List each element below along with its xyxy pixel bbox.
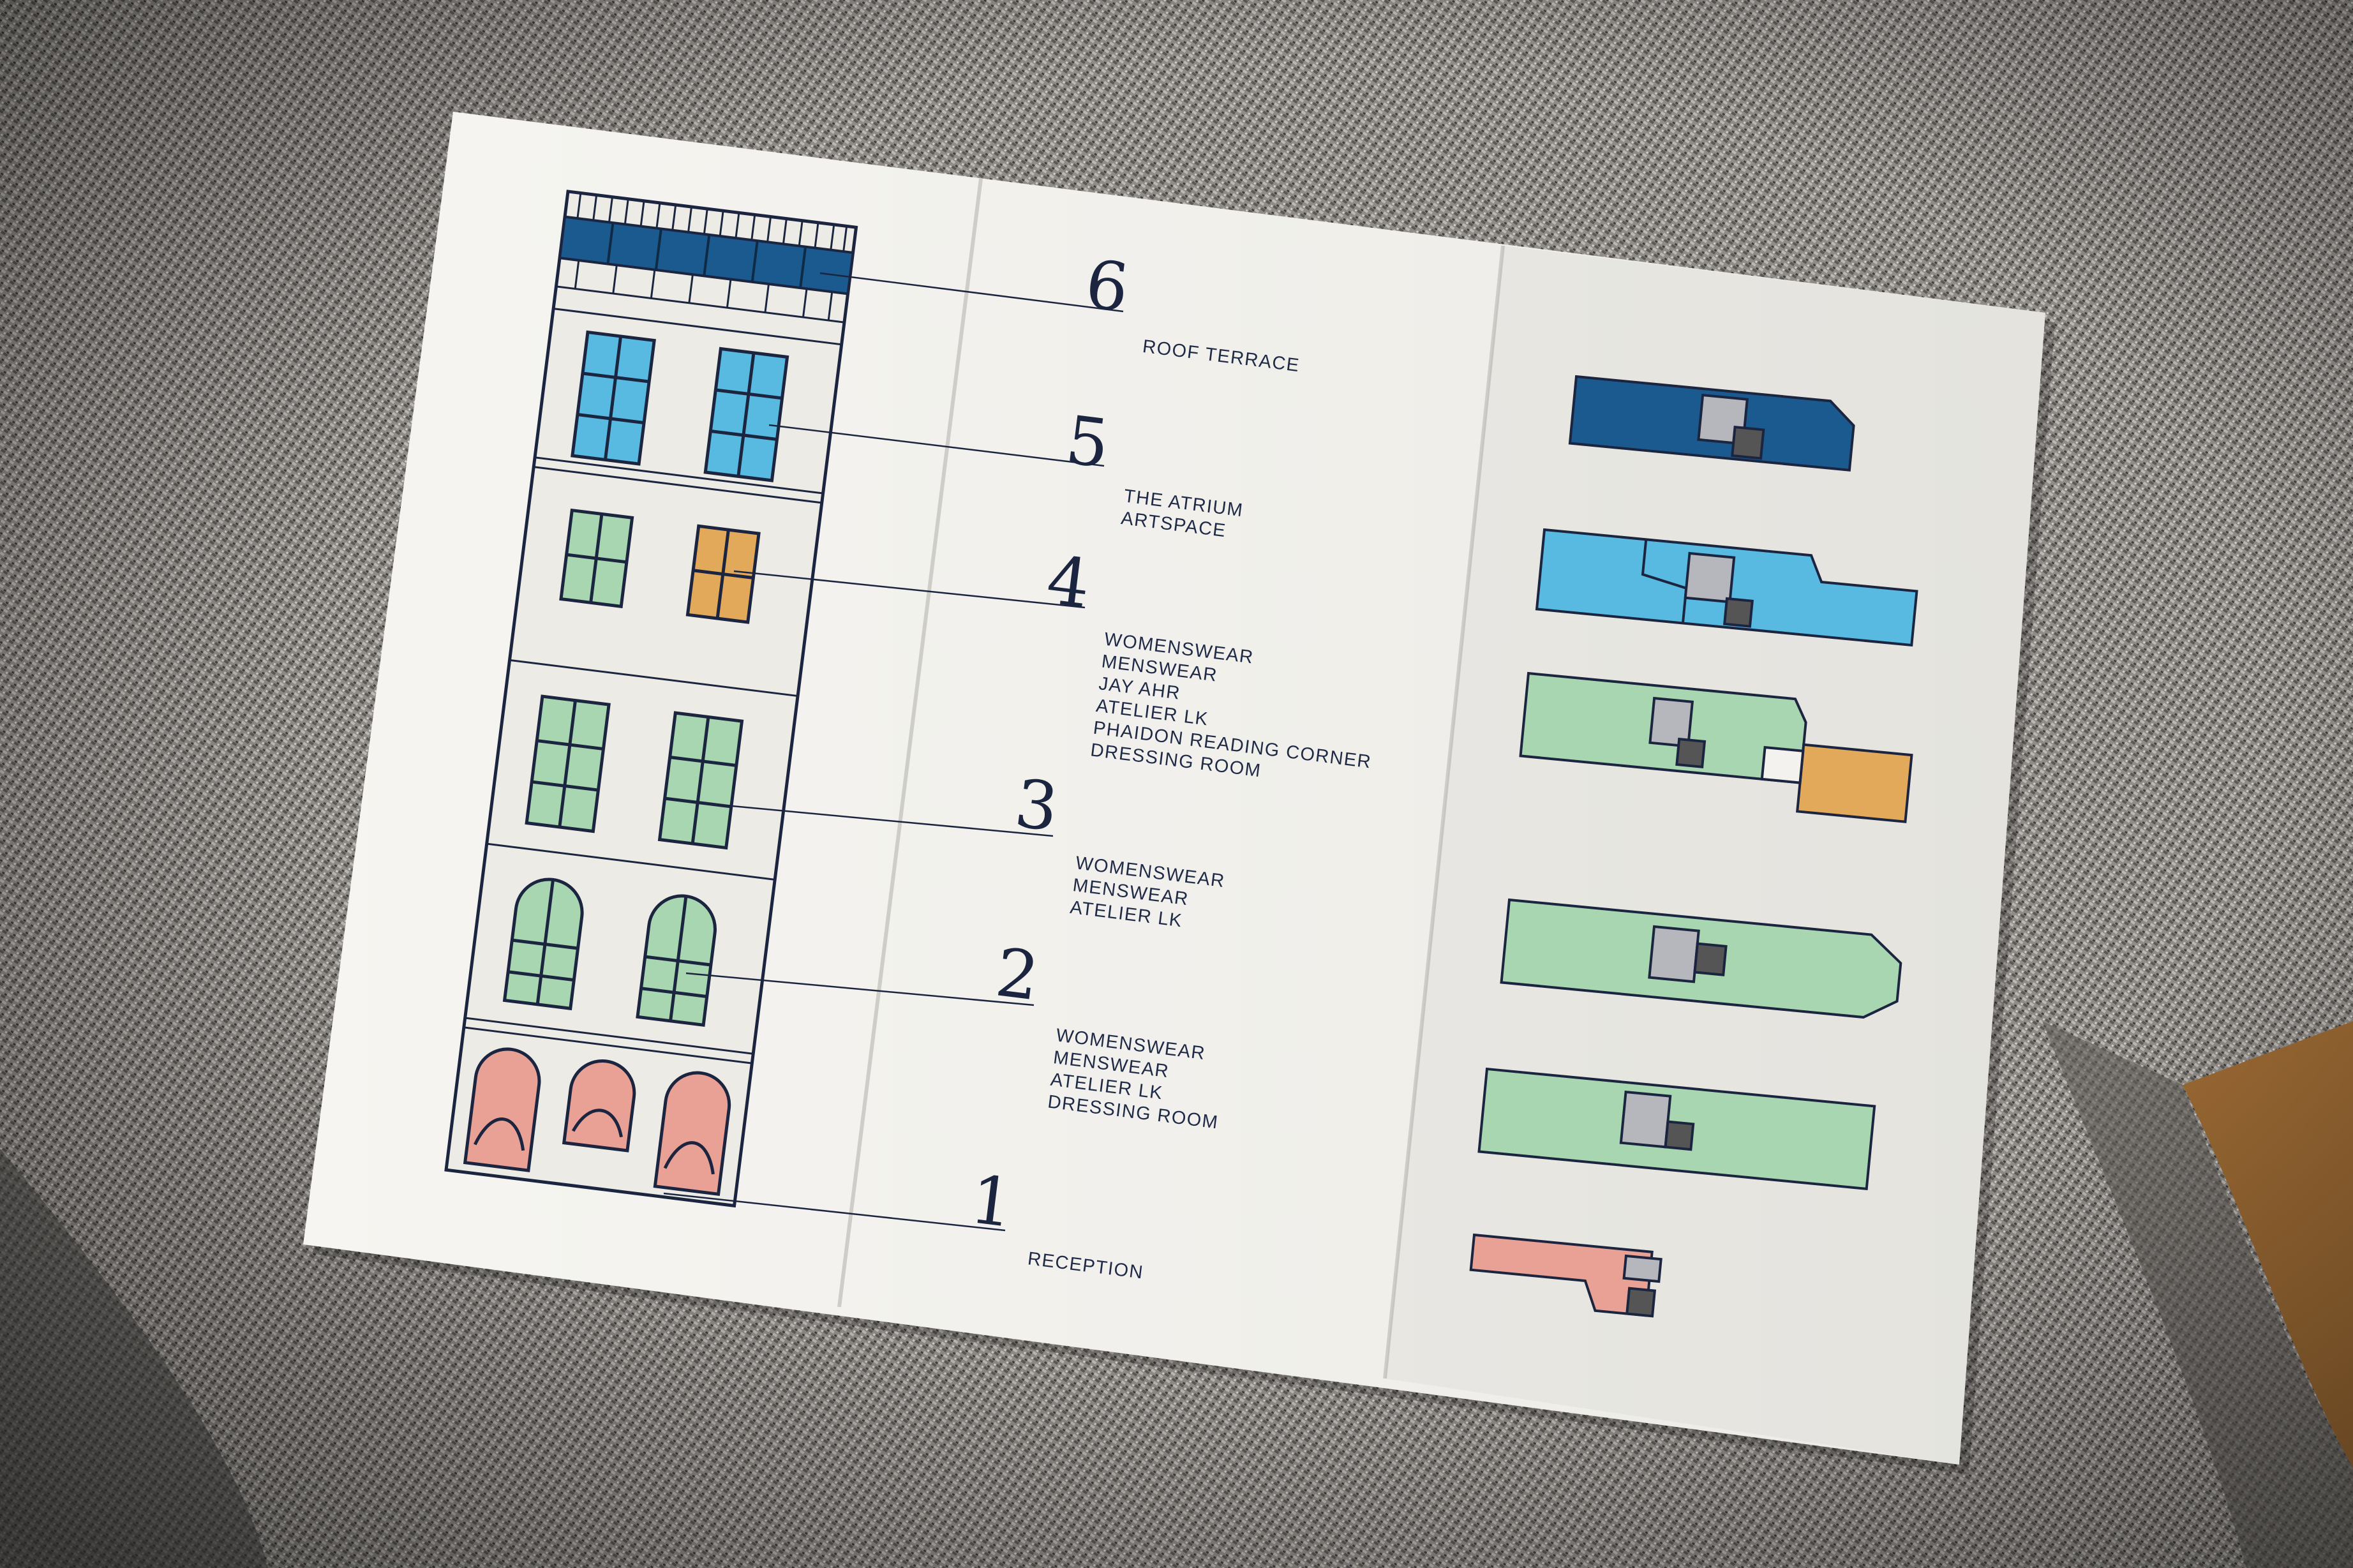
floor-number: 2: [992, 933, 1043, 1015]
plan-floor-5: [1535, 528, 1918, 647]
building-facade-illustration: [444, 190, 858, 1208]
ground-floor-doors: [463, 1047, 731, 1196]
plan-floor-1: [1469, 1233, 1662, 1318]
plan-floor-4: [1519, 671, 1913, 823]
fold-line-2: [1383, 245, 1505, 1379]
floor-number: 1: [966, 1160, 1018, 1243]
leader-lines: [663, 272, 1124, 1232]
floor-number: 5: [1062, 401, 1114, 483]
plan-floor-2: [1477, 1067, 1876, 1191]
floor-number: 3: [1011, 764, 1063, 846]
floor2-windows: [502, 877, 717, 1027]
floor5-windows: [571, 330, 789, 482]
floor-number: 6: [1081, 245, 1133, 327]
floor-4: 4 WOMENSWEAR MENSWEAR JAY AHR ATELIER LK…: [1043, 541, 1373, 781]
fold-line-1: [837, 178, 983, 1308]
floor3-windows: [525, 694, 744, 850]
plan-floor-3: [1500, 898, 1902, 1019]
floor4-windows: [559, 508, 761, 624]
brochure: 6 ROOF TERRACE 5 THE ATRIUM ARTSPACE 4 W…: [303, 112, 2055, 1474]
floor-plan-thumbnails: [1469, 375, 1918, 1318]
plan-floor-6: [1568, 375, 1855, 472]
floor-number: 4: [1043, 541, 1094, 623]
